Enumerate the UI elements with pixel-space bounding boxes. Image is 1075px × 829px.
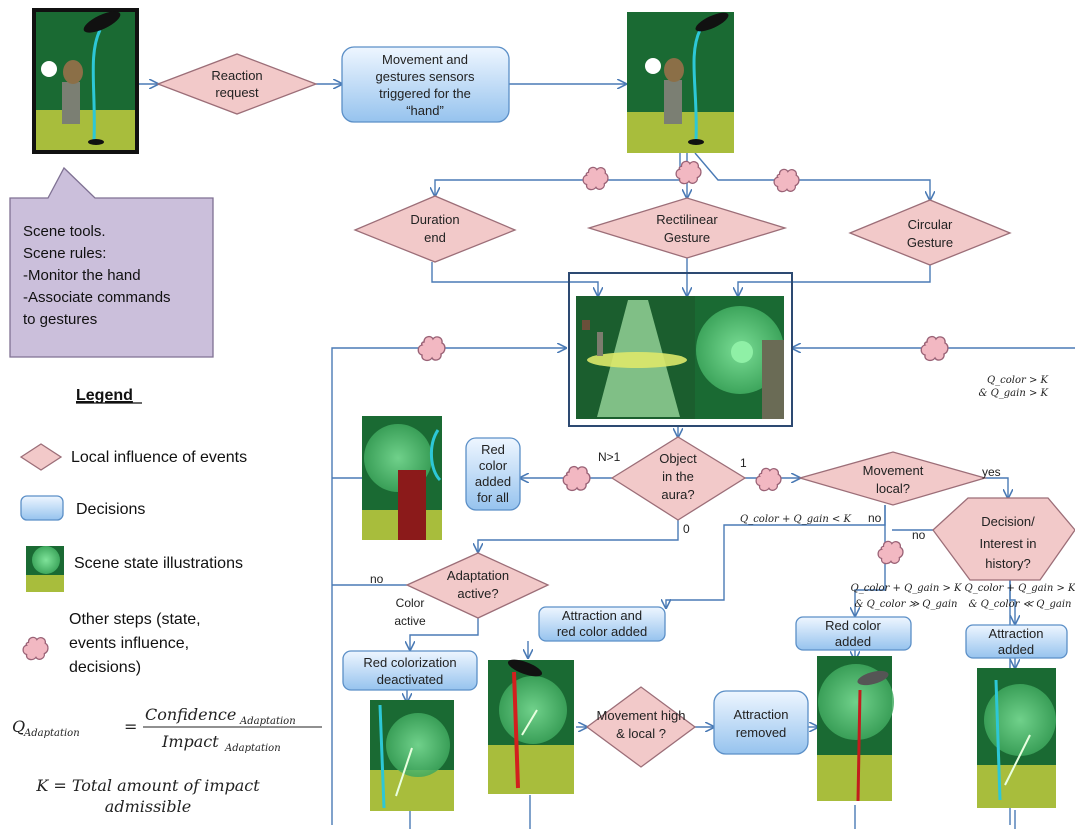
cloud-icon bbox=[22, 636, 49, 661]
condition-sum-less-k: Q_color + Q_gain < K bbox=[740, 514, 851, 525]
legend-item-diamond: Local influence of events bbox=[19, 443, 247, 471]
cloud-icon bbox=[562, 465, 591, 492]
legend: Legend Local influence of events Decisio… bbox=[19, 387, 247, 676]
legend-item-scene: Scene state illustrations bbox=[26, 546, 243, 592]
svg-text:=: = bbox=[124, 717, 137, 736]
svg-text:Movement high& local ?: Movement high& local ? bbox=[597, 708, 686, 741]
diamond-icon bbox=[19, 443, 63, 471]
legend-title: Legend bbox=[76, 387, 133, 404]
legend-item-cloud: Other steps (state,events influence,deci… bbox=[22, 611, 201, 676]
edge-label-no: no bbox=[912, 528, 926, 542]
svg-text:Adaptation: Adaptation bbox=[23, 728, 80, 739]
cloud-icon bbox=[920, 335, 949, 362]
svg-text:Scene tools.Scene rules:-Monit: Scene tools.Scene rules:-Monitor the han… bbox=[23, 223, 171, 328]
svg-text:Local influence of events: Local influence of events bbox=[71, 449, 247, 466]
edge-label-n-gt-1: N>1 bbox=[598, 450, 621, 464]
scene-image-2 bbox=[627, 12, 734, 153]
condition-right: Q_color + Q_gain > K& Q_color ≪ Q_gain bbox=[965, 583, 1075, 610]
scene-image-1 bbox=[32, 8, 139, 154]
scene-image-attraction-added bbox=[977, 668, 1056, 808]
scene-tools-callout: Scene tools.Scene rules:-Monitor the han… bbox=[9, 166, 214, 358]
decision-icon bbox=[20, 495, 64, 521]
scene-image-red bbox=[362, 416, 442, 540]
scene-image-deactivated bbox=[370, 700, 454, 811]
scene-state-icon bbox=[26, 546, 64, 592]
scene-image-red-color bbox=[817, 656, 894, 802]
svg-text:Impact: Impact bbox=[161, 732, 219, 751]
cloud-icon bbox=[877, 540, 904, 565]
edge-label-yes: yes bbox=[982, 465, 1001, 479]
edge-label-no: no bbox=[370, 572, 384, 586]
svg-text:Other steps (state,events infl: Other steps (state,events influence,deci… bbox=[69, 611, 201, 676]
edge-label-no: no bbox=[868, 511, 882, 525]
conditions: Q_color > K& Q_gain > K Q_color + Q_gain… bbox=[740, 375, 1075, 610]
scene-image-center bbox=[568, 272, 793, 427]
edge-label-one: 1 bbox=[740, 456, 747, 470]
scene-image-attraction-red bbox=[488, 659, 574, 794]
condition-top-right: Q_color > K& Q_gain > K bbox=[979, 375, 1049, 399]
diamond-movement-high-local: Movement high& local ? bbox=[585, 686, 697, 768]
cloud-icon bbox=[773, 168, 800, 193]
svg-text:Q: Q bbox=[12, 717, 25, 736]
svg-text:Adaptation: Adaptation bbox=[224, 743, 281, 754]
cloud-icon bbox=[755, 467, 782, 492]
formula-q-adaptation: Q Adaptation = Confidence Adaptation Imp… bbox=[12, 705, 322, 754]
cloud-icon bbox=[417, 335, 446, 362]
svg-text:Confidence: Confidence bbox=[145, 705, 236, 724]
svg-text:Adaptation: Adaptation bbox=[239, 716, 296, 727]
svg-text:Scene state illustrations: Scene state illustrations bbox=[74, 555, 243, 572]
svg-text:Decisions: Decisions bbox=[76, 501, 145, 518]
condition-mid: Q_color + Q_gain > K& Q_color ≫ Q_gain bbox=[851, 583, 962, 610]
cloud-icon bbox=[582, 166, 609, 191]
edge-label-zero: 0 bbox=[683, 522, 690, 536]
legend-item-decision: Decisions bbox=[20, 495, 145, 521]
